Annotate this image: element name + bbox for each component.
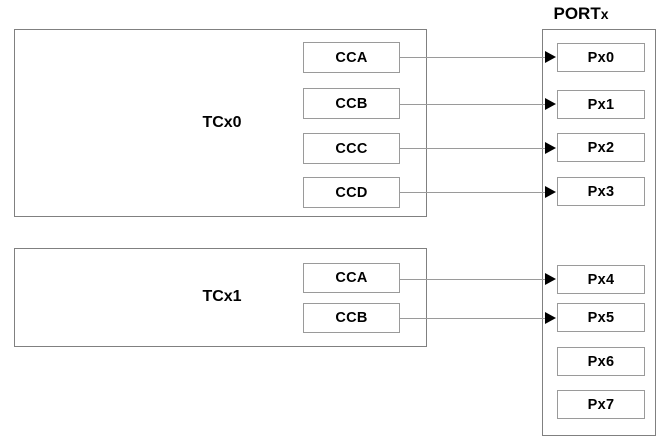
arrowhead-icon-px4 [545, 273, 556, 285]
port-pin-px0[interactable]: Px0 [557, 43, 645, 72]
block-caption-tcx1: TCx1 [202, 288, 242, 305]
port-pin-px4[interactable]: Px4 [557, 265, 645, 294]
arrowhead-icon-px2 [545, 142, 556, 154]
channel-tcx0-cca[interactable]: CCA [303, 42, 400, 73]
port-pin-px2[interactable]: Px2 [557, 133, 645, 162]
connector-ccb0-to-px1 [400, 104, 546, 105]
connector-ccc0-to-px2 [400, 148, 546, 149]
connector-ccb1-to-px5 [400, 318, 546, 319]
port-title-main: PORT [553, 4, 601, 23]
channel-tcx1-cca[interactable]: CCA [303, 263, 400, 293]
port-pin-px1[interactable]: Px1 [557, 90, 645, 119]
block-caption-tcx0: TCx0 [202, 114, 242, 131]
port-title: PORTx [554, 4, 609, 24]
port-pin-px5[interactable]: Px5 [557, 303, 645, 332]
arrowhead-icon-px5 [545, 312, 556, 324]
channel-tcx1-ccb[interactable]: CCB [303, 303, 400, 333]
arrowhead-icon-px0 [545, 51, 556, 63]
port-pin-px6[interactable]: Px6 [557, 347, 645, 376]
arrowhead-icon-px1 [545, 98, 556, 110]
arrowhead-icon-px3 [545, 186, 556, 198]
channel-tcx0-ccd[interactable]: CCD [303, 177, 400, 208]
connector-cca0-to-px0 [400, 57, 546, 58]
connector-ccd0-to-px3 [400, 192, 546, 193]
channel-tcx0-ccc[interactable]: CCC [303, 133, 400, 164]
port-pin-px3[interactable]: Px3 [557, 177, 645, 206]
port-pin-px7[interactable]: Px7 [557, 390, 645, 419]
channel-tcx0-ccb[interactable]: CCB [303, 88, 400, 119]
port-title-subscript: x [600, 6, 609, 22]
connector-cca1-to-px4 [400, 279, 546, 280]
